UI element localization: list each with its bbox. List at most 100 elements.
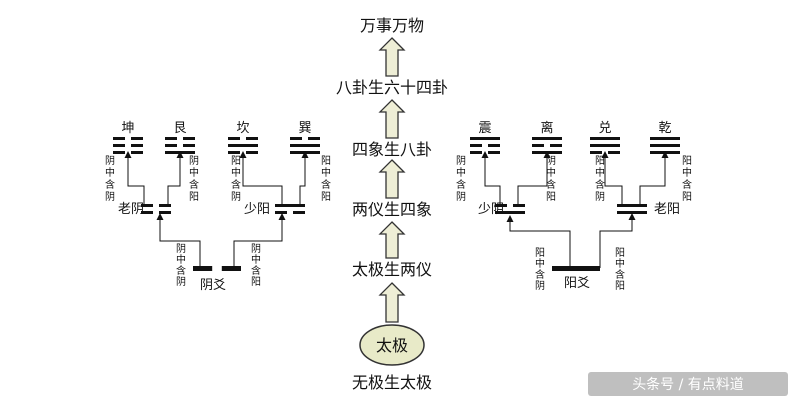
- yin-line-left: [470, 151, 482, 154]
- yang-line: [532, 137, 562, 140]
- note-char: 含: [615, 268, 625, 281]
- up-arrow: [378, 37, 406, 77]
- yin-line-right: [608, 151, 620, 154]
- note-char: 含: [251, 264, 261, 277]
- yin-line-left: [275, 211, 287, 214]
- note-char: 含: [189, 178, 199, 191]
- yang-line: [590, 144, 620, 147]
- trigram-name: 坎: [236, 121, 249, 136]
- stage-label: 无极生太极: [352, 373, 432, 392]
- mode-name: 阴爻: [200, 278, 226, 293]
- yin-line-left: [470, 144, 482, 147]
- four-image-symbols: [141, 204, 647, 214]
- note-char: 阳: [615, 247, 625, 259]
- note-char: 中: [615, 257, 625, 270]
- yin-line-right: [488, 144, 500, 147]
- note-char: 阳: [682, 191, 692, 203]
- yang-line: [290, 144, 320, 147]
- yin-line-left: [290, 137, 302, 140]
- two-mode-symbols: [193, 266, 600, 271]
- note-char: 含: [176, 264, 186, 277]
- trigram-name: 艮: [173, 121, 186, 136]
- connector-arrows: [124, 151, 669, 268]
- note-char: 阴: [456, 191, 466, 203]
- note-char: 阳: [251, 276, 261, 288]
- yin-line-right: [308, 137, 320, 140]
- note-char: 阳: [189, 191, 199, 203]
- yang-line: [590, 137, 620, 140]
- note-char: 中: [456, 166, 466, 179]
- yin-line-left: [495, 204, 507, 207]
- yin-line-right: [513, 204, 525, 207]
- yang-line: [228, 144, 258, 147]
- up-arrow: [378, 282, 406, 323]
- note-char: 阳: [595, 155, 605, 167]
- up-arrow: [378, 159, 406, 199]
- note-char: 阴: [105, 155, 115, 167]
- yin-mode-line: [193, 266, 213, 271]
- mode-name: 阳爻: [564, 276, 590, 291]
- yin-line-left: [532, 144, 544, 147]
- yin-line-right: [183, 137, 195, 140]
- note-char: 阴: [535, 280, 545, 292]
- note-char: 含: [535, 268, 545, 281]
- note-char: 阴: [251, 243, 261, 255]
- stage-label: 两仪生四象: [352, 200, 432, 219]
- yang-mode-line: [552, 266, 600, 271]
- note-char: 阴: [546, 155, 556, 167]
- yin-line-right: [131, 151, 143, 154]
- note-char: 阳: [546, 191, 556, 203]
- note-char: 阴: [231, 191, 241, 203]
- note-char: 中: [321, 166, 331, 179]
- note-char: 中: [231, 166, 241, 179]
- yin-line-right: [131, 137, 143, 140]
- yin-line-left: [113, 151, 125, 154]
- watermark: 头条号 / 有点料道: [632, 376, 744, 393]
- stage-label: 万事万物: [360, 16, 424, 35]
- yin-line-right: [159, 211, 171, 214]
- four-image-name: 老阳: [654, 202, 680, 217]
- note-char: 阳: [321, 155, 331, 167]
- yin-line-left: [141, 204, 153, 207]
- trigram-name: 巽: [298, 121, 311, 136]
- taiji-label: 太极: [376, 336, 408, 355]
- note-char: 阴: [189, 155, 199, 167]
- yin-line-right: [488, 151, 500, 154]
- note-char: 中: [105, 166, 115, 179]
- yin-line-right: [131, 144, 143, 147]
- stage-label: 太极生两仪: [352, 260, 432, 279]
- note-char: 中: [546, 166, 556, 179]
- up-arrow: [378, 221, 406, 259]
- note-char: 含: [682, 178, 692, 191]
- note-char: 含: [595, 178, 605, 191]
- note-char: 阳: [321, 191, 331, 203]
- four-image-name: 少阳: [244, 202, 270, 217]
- four-image-name: 老阴: [118, 202, 144, 217]
- note-char: 中: [251, 253, 261, 266]
- yang-line: [617, 204, 647, 207]
- note-char: 阴: [176, 276, 186, 288]
- yang-line: [495, 211, 525, 214]
- yin-line-left: [228, 151, 240, 154]
- stage-label: 八卦生六十四卦: [336, 78, 448, 97]
- note-char: 中: [189, 166, 199, 179]
- yin-line-right: [246, 151, 258, 154]
- note-char: 中: [682, 166, 692, 179]
- stage-label: 四象生八卦: [352, 140, 432, 159]
- vertical-notes: 阴中含阴阴中含阳阳中含阴阳中含阳阴中含阴阴中含阳阳中含阴阳中含阳阴中含阴阴中含阳…: [105, 155, 692, 292]
- yin-line-right: [293, 211, 305, 214]
- taiji-circle: [359, 324, 425, 366]
- note-char: 阴: [176, 243, 186, 255]
- note-char: 阳: [535, 247, 545, 259]
